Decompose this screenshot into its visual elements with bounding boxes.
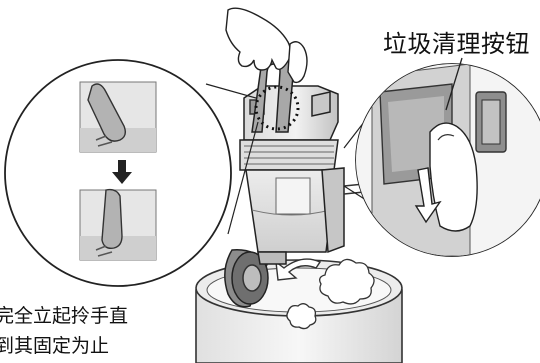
label-leader-line: [445, 57, 463, 111]
dust-cloud-icon: [286, 258, 375, 330]
dust-release-button-label: 垃圾清理按钮: [383, 30, 530, 58]
connector-line: [227, 121, 259, 235]
highlight-circle: [254, 85, 300, 131]
connector-line: [205, 83, 257, 99]
down-arrow-icon: [112, 160, 132, 184]
caption-text: 完全立起拎手直 到其固定为止: [0, 301, 128, 361]
curved-arrow-icon: [275, 258, 322, 281]
hand: [225, 7, 308, 84]
caption-line-1: 完全立起拎手直: [0, 305, 129, 327]
dust-release-button-detail-circle: [355, 63, 540, 257]
caption-line-2: 到其固定为止: [0, 335, 110, 357]
handle-lock-detail-circle: [4, 59, 232, 287]
